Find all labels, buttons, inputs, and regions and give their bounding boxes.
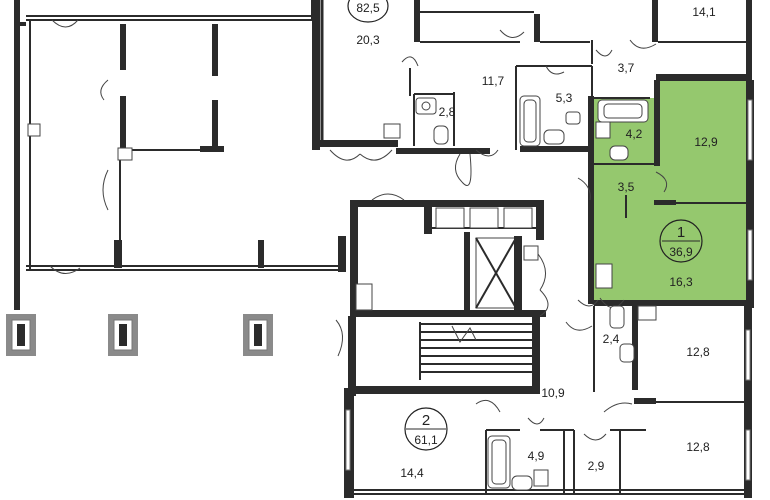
room-area-label: 12,9 — [694, 135, 718, 149]
room-area-label: 4,2 — [626, 127, 643, 141]
left-block-doors — [49, 19, 109, 274]
room-area-label: 4,9 — [528, 449, 545, 463]
room-area-label: 14,4 — [400, 466, 424, 480]
room-area-label: 3,5 — [618, 180, 635, 194]
apartment-1-marker[interactable]: 1 36,9 — [659, 219, 703, 263]
apartment-top-area: 82,5 — [356, 1, 380, 15]
room-area-label: 2,4 — [603, 332, 620, 346]
left-block-walls — [14, 0, 346, 310]
stair-steps — [419, 322, 532, 380]
room-area-label: 11,7 — [482, 74, 505, 88]
stair-core — [335, 193, 549, 396]
top-apartment-walls — [318, 0, 752, 154]
ventilation-shafts — [6, 314, 273, 356]
apartment-top-marker: 82,5 — [347, 0, 389, 23]
top-apartment-fixtures — [329, 29, 657, 186]
room-area-label: 2,9 — [588, 459, 605, 473]
apartment-2-marker[interactable]: 2 61,1 — [404, 407, 448, 451]
apartment-2-number: 2 — [422, 412, 430, 429]
room-labels: 20,3 14,1 11,7 3,7 5,3 2,8 4,2 12,9 3,5 … — [356, 5, 718, 480]
room-area-label: 3,7 — [618, 61, 635, 75]
apartment-1-highlight[interactable] — [592, 80, 752, 300]
apartment-1-number: 1 — [677, 224, 685, 241]
apartment-1-area: 36,9 — [669, 245, 693, 259]
room-area-label: 5,3 — [556, 91, 573, 105]
room-area-label: 14,1 — [692, 5, 716, 19]
apartment-2-walls — [344, 299, 752, 498]
room-area-label: 12,8 — [686, 440, 710, 454]
apartment-2-area: 61,1 — [414, 433, 438, 447]
room-area-label: 10,9 — [541, 386, 565, 400]
room-area-label: 2,8 — [439, 105, 456, 119]
room-area-label: 12,8 — [686, 345, 710, 359]
room-area-label: 20,3 — [356, 33, 380, 47]
room-area-label: 16,3 — [669, 275, 693, 289]
apartment-1-walls — [577, 74, 754, 308]
